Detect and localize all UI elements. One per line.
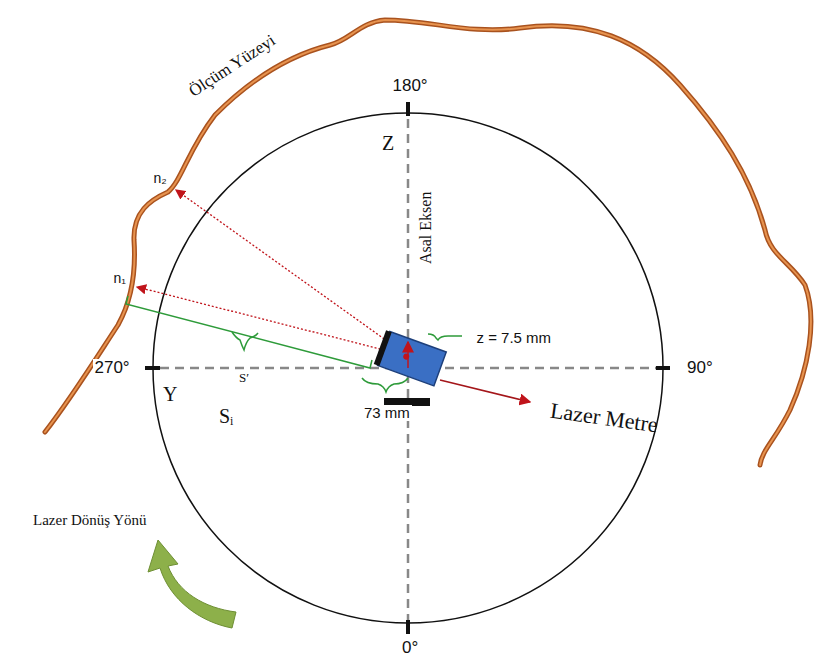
axis-name: Z bbox=[380, 132, 396, 154]
laser-beam bbox=[176, 190, 394, 346]
point-label: n₁ bbox=[114, 271, 127, 286]
device-label: Lazer Metre bbox=[549, 399, 659, 438]
laser-direction-arrow bbox=[440, 380, 530, 402]
axis-tick bbox=[406, 620, 410, 634]
axis-title: Asal Eksen bbox=[417, 192, 435, 264]
brace bbox=[232, 332, 258, 350]
distance-label: Sᵢ bbox=[217, 405, 235, 427]
rotation-label: Lazer Dönüş Yönü bbox=[33, 512, 147, 529]
axis-tick bbox=[145, 366, 160, 370]
distance-bracket bbox=[126, 296, 372, 368]
axis-name: Y bbox=[161, 383, 179, 405]
angle-label: 0° bbox=[400, 639, 420, 658]
surface-title: Ölçüm Yüzeyi bbox=[185, 31, 278, 101]
angle-label: 270° bbox=[93, 359, 132, 378]
dimension-label: 73 mm bbox=[362, 405, 412, 422]
rotation-arrow bbox=[148, 540, 236, 628]
angle-label: 180° bbox=[391, 77, 430, 96]
laser-beam bbox=[137, 287, 392, 352]
brace bbox=[362, 378, 408, 392]
surface-outline bbox=[45, 20, 811, 465]
distance-label: S′ bbox=[237, 371, 251, 385]
axis-tick bbox=[406, 102, 410, 116]
z-bracket bbox=[428, 334, 462, 340]
z-offset-arrow bbox=[407, 342, 409, 368]
surface-highlight bbox=[45, 20, 811, 465]
laser-meter bbox=[374, 330, 446, 386]
dimension-label: z = 7.5 mm bbox=[475, 330, 554, 347]
angle-label: 90° bbox=[685, 359, 715, 378]
axis-tick bbox=[656, 366, 670, 370]
point-label: n₂ bbox=[154, 171, 167, 186]
